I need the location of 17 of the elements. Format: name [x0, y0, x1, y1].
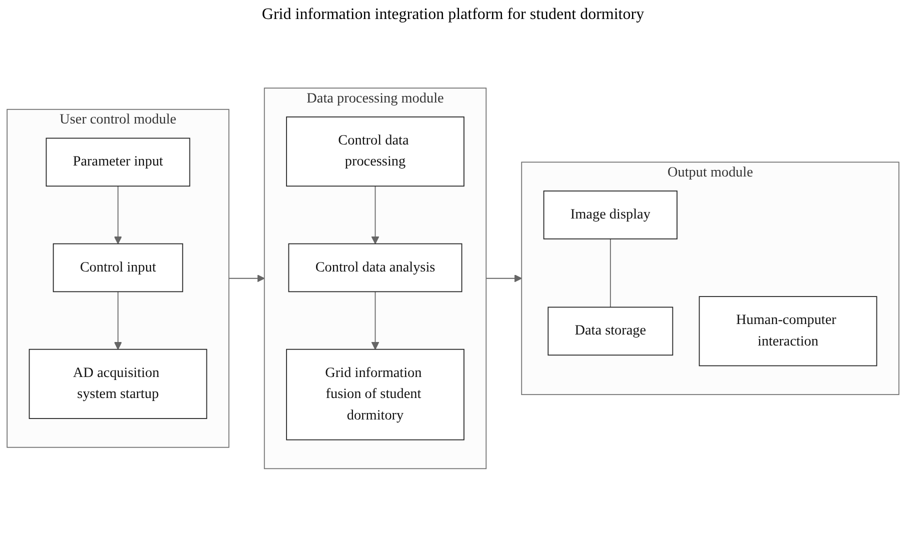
connector: [610, 238, 611, 308]
node-box: Control data processing: [286, 116, 464, 187]
diagram-title: Grid information integration platform for student dormitory: [260, 5, 646, 25]
arrow: [114, 186, 122, 244]
node-box: Human-computer interaction: [698, 296, 878, 366]
node-box: Parameter input: [46, 138, 190, 187]
arrow: [486, 274, 522, 282]
arrow: [228, 274, 265, 282]
arrow: [114, 291, 122, 350]
arrow: [371, 291, 380, 350]
node-box: Control data analysis: [288, 243, 462, 292]
arrow: [371, 186, 380, 244]
node-box: Data storage: [548, 306, 674, 356]
node-box: Control input: [52, 243, 184, 292]
node-box: Grid information fusion of student dormitory: [286, 349, 464, 440]
node-box: Image display: [543, 190, 678, 240]
node-box: AD acquisition system startup: [28, 349, 208, 420]
